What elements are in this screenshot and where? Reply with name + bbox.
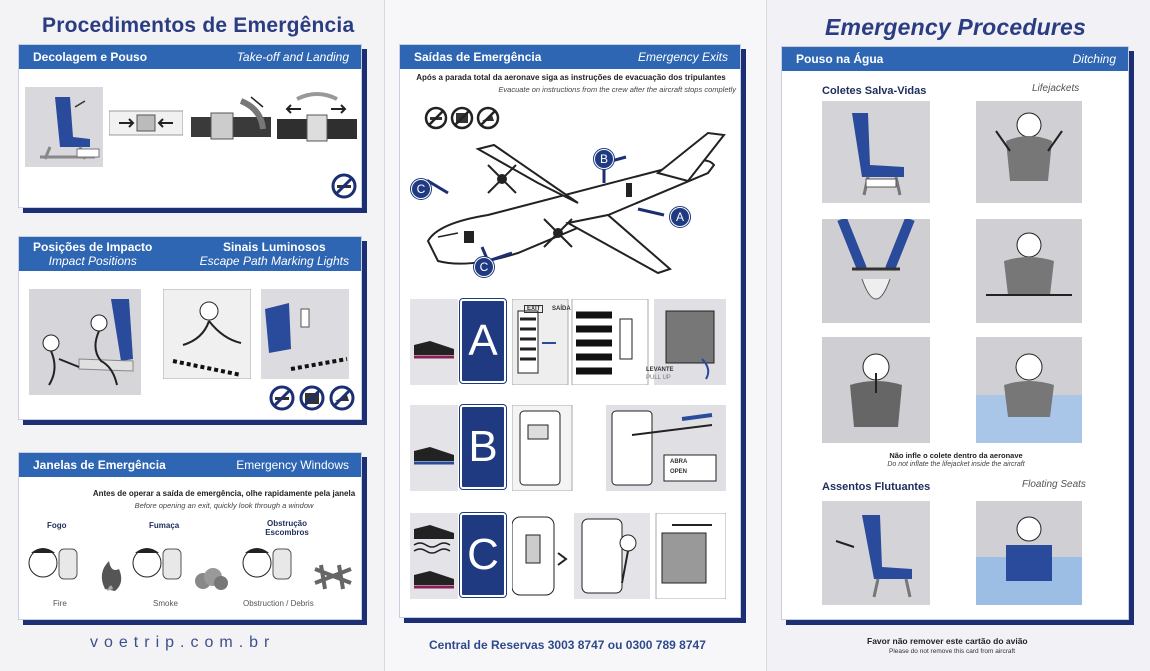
fire-label-en: Fire [53, 599, 67, 608]
no-high-heels-icon [329, 385, 355, 411]
fire-window-illustration [25, 543, 129, 599]
floating-title-en: Floating Seats [1022, 479, 1086, 490]
prohibited-icons-row [424, 105, 500, 131]
abra-label: ABRA [670, 459, 688, 465]
obstruction-label-pt: Obstrução Escombros [265, 519, 309, 537]
middle-panel: Saídas de Emergência Emergency Exits Apó… [384, 0, 766, 671]
saida-sign: SAÍDA [552, 306, 571, 312]
exit-b-row [410, 405, 458, 491]
exits-note-pt: Após a parada total da aeronave siga as … [416, 73, 726, 82]
lights-title-en: Escape Path Marking Lights [199, 254, 349, 268]
floating-seat-water-illustration [976, 501, 1082, 605]
takeoff-title-en: Take-off and Landing [236, 50, 349, 64]
no-high-heels-icon [476, 106, 500, 130]
open-label: OPEN [670, 469, 688, 475]
diagram-exit-c-front: C [410, 178, 432, 200]
exit-c-badge: C [459, 512, 507, 598]
lifejacket-water-illustration [976, 337, 1082, 443]
impact-header: Posições de Impacto Impact Positions Sin… [19, 237, 361, 271]
exits-note-en: Evacuate on instructions from the crew a… [498, 85, 736, 94]
lifejacket-under-seat-illustration [822, 101, 930, 203]
inflate-note-en: Do not inflate the lifejacket inside the… [887, 461, 1025, 468]
floating-seat-illustration [822, 501, 930, 605]
windows-note-en: Before opening an exit, quickly look thr… [134, 501, 314, 510]
exits-title-en: Emergency Exits [637, 50, 728, 64]
remove-card-note-en: Please do not remove this card from airc… [889, 648, 1016, 655]
right-panel: Emergency Procedures Pouso na Água Ditch… [766, 0, 1150, 671]
impact-title-pt: Posições de Impacto [33, 240, 153, 254]
takeoff-title-pt: Decolagem e Pouso [33, 50, 148, 64]
left-panel: Procedimentos de Emergência Decolagem e … [0, 0, 384, 671]
left-title: Procedimentos de Emergência [42, 14, 355, 37]
no-baggage-icon [299, 385, 325, 411]
ditching-title-en: Ditching [1072, 52, 1116, 66]
lights-title-pt: Sinais Luminosos [222, 240, 326, 254]
seatbelt-fasten-illustration [109, 93, 183, 155]
diagram-exit-b: B [593, 148, 615, 170]
exit-a-steps [512, 299, 726, 385]
debris-window-illustration [239, 543, 359, 599]
lift-label: PULL UP [646, 375, 671, 381]
seat-upright-illustration [25, 87, 103, 167]
windows-card: Janelas de Emergência Emergency Windows … [18, 452, 362, 620]
lifejackets-title-en: Lifejackets [1032, 83, 1080, 94]
lifejacket-donning-illustration [976, 101, 1082, 203]
exit-a-badge: A [459, 298, 507, 384]
windows-title-pt: Janelas de Emergência [33, 458, 166, 472]
exit-b-steps [512, 405, 726, 491]
no-smoking-icon [331, 173, 357, 199]
brace-position-illustration [29, 289, 141, 395]
lifejacket-straps-illustration [822, 219, 930, 323]
smoke-label-pt: Fumaça [149, 521, 180, 530]
reservations-footer: Central de Reservas 3003 8747 ou 0300 78… [429, 638, 706, 652]
exits-card: Saídas de Emergência Emergency Exits Apó… [399, 44, 741, 618]
floor-lights-illustration [163, 289, 251, 379]
smoke-label-en: Smoke [153, 599, 178, 608]
no-smoking-icon [269, 385, 295, 411]
diagram-exit-a: A [669, 206, 691, 228]
lifejacket-inflate-illustration [822, 337, 930, 443]
exits-header: Saídas de Emergência Emergency Exits [400, 45, 740, 69]
impact-card: Posições de Impacto Impact Positions Sin… [18, 236, 362, 420]
exit-c-row [410, 513, 458, 599]
windows-title-en: Emergency Windows [236, 458, 349, 472]
diagram-exit-c-bottom: C [473, 256, 495, 278]
lifejacket-tied-illustration [976, 219, 1082, 323]
right-title: Emergency Procedures [825, 14, 1086, 40]
floating-title-pt: Assentos Flutuantes [822, 481, 931, 493]
obstruction-label-en: Obstruction / Debris [243, 599, 314, 608]
website-footer: voetrip.com.br [90, 634, 276, 651]
path-markings-illustration [261, 289, 349, 379]
impact-title-en: Impact Positions [48, 254, 137, 268]
windows-header: Janelas de Emergência Emergency Windows [19, 453, 361, 477]
inflate-note-pt: Não infle o colete dentro da aeronave [889, 451, 1023, 460]
levante-label: LEVANTE [646, 367, 674, 373]
exits-title-pt: Saídas de Emergência [414, 50, 542, 64]
takeoff-card: Decolagem e Pouso Take-off and Landing [18, 44, 362, 208]
ditching-title-pt: Pouso na Água [796, 52, 884, 66]
seatbelt-tighten-illustration [191, 89, 271, 161]
exit-c-steps [512, 513, 726, 599]
aircraft-exits-diagram [408, 123, 734, 281]
ditching-card: Pouso na Água Ditching Coletes Salva-Vid… [781, 46, 1129, 620]
exit-b-badge: B [459, 404, 507, 490]
no-baggage-icon [450, 106, 474, 130]
lifejackets-title-pt: Coletes Salva-Vidas [822, 85, 927, 97]
exit-a-row [410, 299, 458, 385]
smoke-window-illustration [129, 543, 233, 599]
seatbelt-release-illustration [277, 89, 357, 161]
fire-label-pt: Fogo [47, 521, 67, 530]
exit-sign: EXIT [524, 305, 544, 313]
takeoff-header: Decolagem e Pouso Take-off and Landing [19, 45, 361, 69]
no-smoking-icon [424, 106, 448, 130]
ditching-header: Pouso na Água Ditching [782, 47, 1128, 71]
windows-note-pt: Antes de operar a saída de emergência, o… [92, 489, 356, 498]
remove-card-note-pt: Favor não remover este cartão do avião [867, 636, 1028, 646]
prohibited-items-icons [269, 385, 355, 411]
